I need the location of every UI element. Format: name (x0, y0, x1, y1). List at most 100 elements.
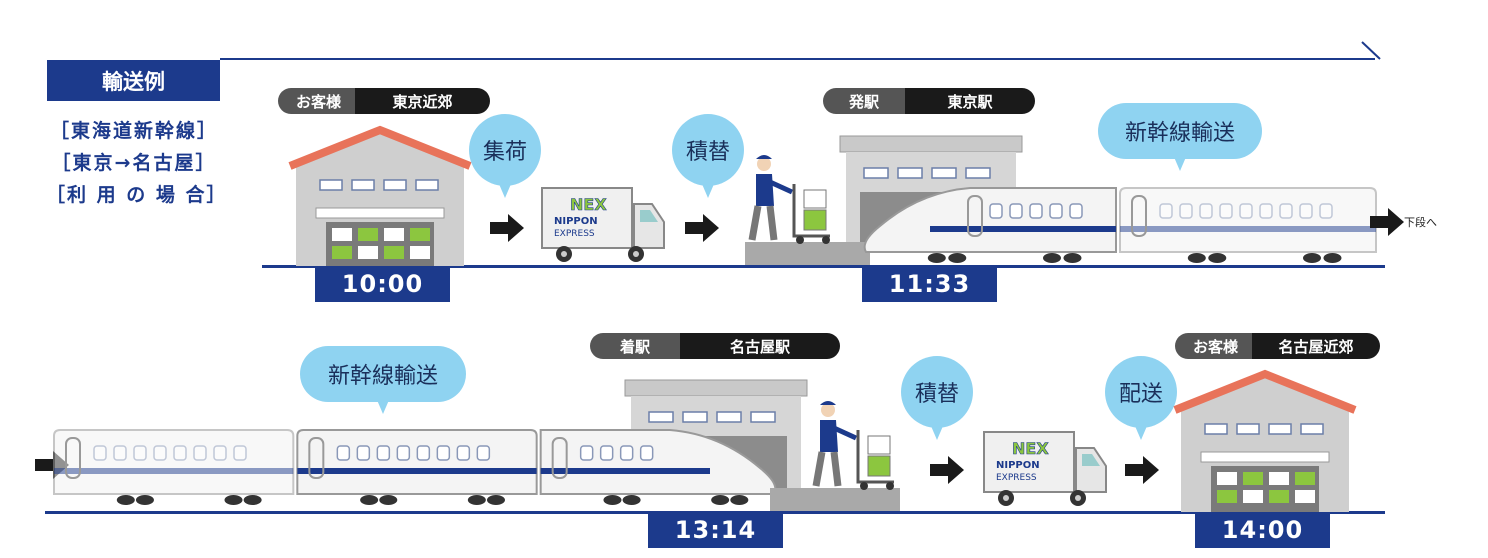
train-wheel (467, 495, 486, 505)
train-window (376, 445, 391, 461)
warehouse-icon (1173, 369, 1357, 512)
train-stripe (297, 468, 537, 474)
step-pickup-bubble: 集荷 (469, 114, 541, 198)
arrow-right-icon (930, 456, 964, 484)
arrow-right-icon (490, 214, 524, 242)
train-window (193, 445, 207, 461)
sign (315, 207, 445, 219)
train-window (153, 445, 167, 461)
logo-line: EXPRESS (554, 229, 595, 239)
truck-cargo (541, 187, 633, 249)
cargo-box (410, 228, 430, 241)
train-window (619, 445, 634, 461)
train-wheel (135, 495, 154, 505)
train-window (1029, 203, 1043, 219)
train-window (1319, 203, 1333, 219)
logo-line: NIPPON (554, 216, 598, 227)
worker-body (820, 420, 838, 452)
train-car (296, 429, 538, 495)
cart-box (803, 189, 827, 209)
train-wheel (730, 495, 749, 505)
customer-badge-nagoya: お客様名古屋近郊 (1175, 333, 1380, 359)
cargo-box (1243, 490, 1263, 503)
cargo-box (332, 246, 352, 259)
top-rule-hook (1361, 41, 1381, 60)
arrow-shape (685, 214, 719, 242)
badge-label: お客様 (278, 88, 356, 114)
train-wheel (1187, 253, 1206, 263)
train-window (579, 445, 594, 461)
train-wheel (486, 495, 505, 505)
train-window (1259, 203, 1273, 219)
badge-place: 名古屋駅 (680, 333, 840, 359)
truck-window (640, 210, 658, 222)
truck-cargo (983, 431, 1075, 493)
window (1268, 423, 1292, 435)
departure-station-badge: 発駅東京駅 (823, 88, 1035, 114)
time-pickup: 10:00 (315, 266, 450, 302)
desc-line-1: ［東海道新幹線］ (49, 120, 218, 142)
train-window (416, 445, 431, 461)
window (1236, 423, 1260, 435)
window (319, 179, 343, 191)
cargo-box (1217, 490, 1237, 503)
train-window (1199, 203, 1213, 219)
train-window (1279, 203, 1293, 219)
train-door (551, 437, 568, 479)
train-window (1159, 203, 1173, 219)
nex-logo: NEX (570, 195, 607, 214)
arrow-shape (930, 456, 964, 484)
customer-badge-tokyo: お客様東京近郊 (278, 88, 490, 114)
train-wheel (1303, 253, 1321, 263)
badge-label: 着駅 (590, 333, 681, 359)
cart-box (803, 209, 827, 231)
train-door (1131, 195, 1147, 237)
train-window (456, 445, 471, 461)
cargo-box (1243, 472, 1263, 485)
worker-arm (768, 179, 794, 195)
cargo-box (358, 228, 378, 241)
worker-legs (812, 451, 842, 487)
worker-cap (820, 401, 836, 405)
worker-with-cart-icon (748, 155, 830, 244)
shinkansen-train-icon (863, 187, 1377, 263)
train-wheel (603, 495, 622, 505)
badge-label: 発駅 (823, 88, 906, 114)
train-car (1119, 187, 1377, 253)
platform (745, 242, 870, 265)
train-window (1299, 203, 1313, 219)
ground-line-row1 (262, 265, 1385, 268)
cargo-box (1295, 472, 1315, 485)
step-shinkansen-bubble-2: 新幹線輸送 (300, 346, 466, 414)
train-window (599, 445, 614, 461)
warehouse-roof (288, 125, 472, 170)
train-stripe (540, 468, 710, 474)
window (682, 411, 708, 423)
badge-label: お客様 (1175, 333, 1253, 359)
badge-place: 東京駅 (905, 88, 1035, 114)
train-window (133, 445, 147, 461)
badge-place: 名古屋近郊 (1252, 333, 1380, 359)
cart-wheel (796, 236, 804, 244)
shinkansen-train-icon (53, 429, 777, 505)
train-wheel (1323, 253, 1342, 263)
arrow-shape (1125, 456, 1159, 484)
warehouse-icon (288, 125, 472, 266)
train-window (1219, 203, 1233, 219)
arrival-station-badge: 着駅名古屋駅 (590, 333, 840, 359)
time-delivery: 14:00 (1195, 512, 1330, 548)
train-wheel (1043, 253, 1061, 263)
window (383, 179, 407, 191)
train-wheel (711, 495, 730, 505)
sign (1200, 451, 1330, 463)
train-window (639, 445, 654, 461)
train-wheel (622, 495, 641, 505)
time-arrival: 13:14 (648, 512, 783, 548)
window (351, 179, 375, 191)
truck-window (1082, 454, 1100, 466)
window (750, 411, 776, 423)
cart-frame (792, 184, 830, 238)
desc-line-2: ［東京→名古屋］ (51, 152, 217, 174)
cart-wheel (822, 236, 830, 244)
train-window (173, 445, 187, 461)
